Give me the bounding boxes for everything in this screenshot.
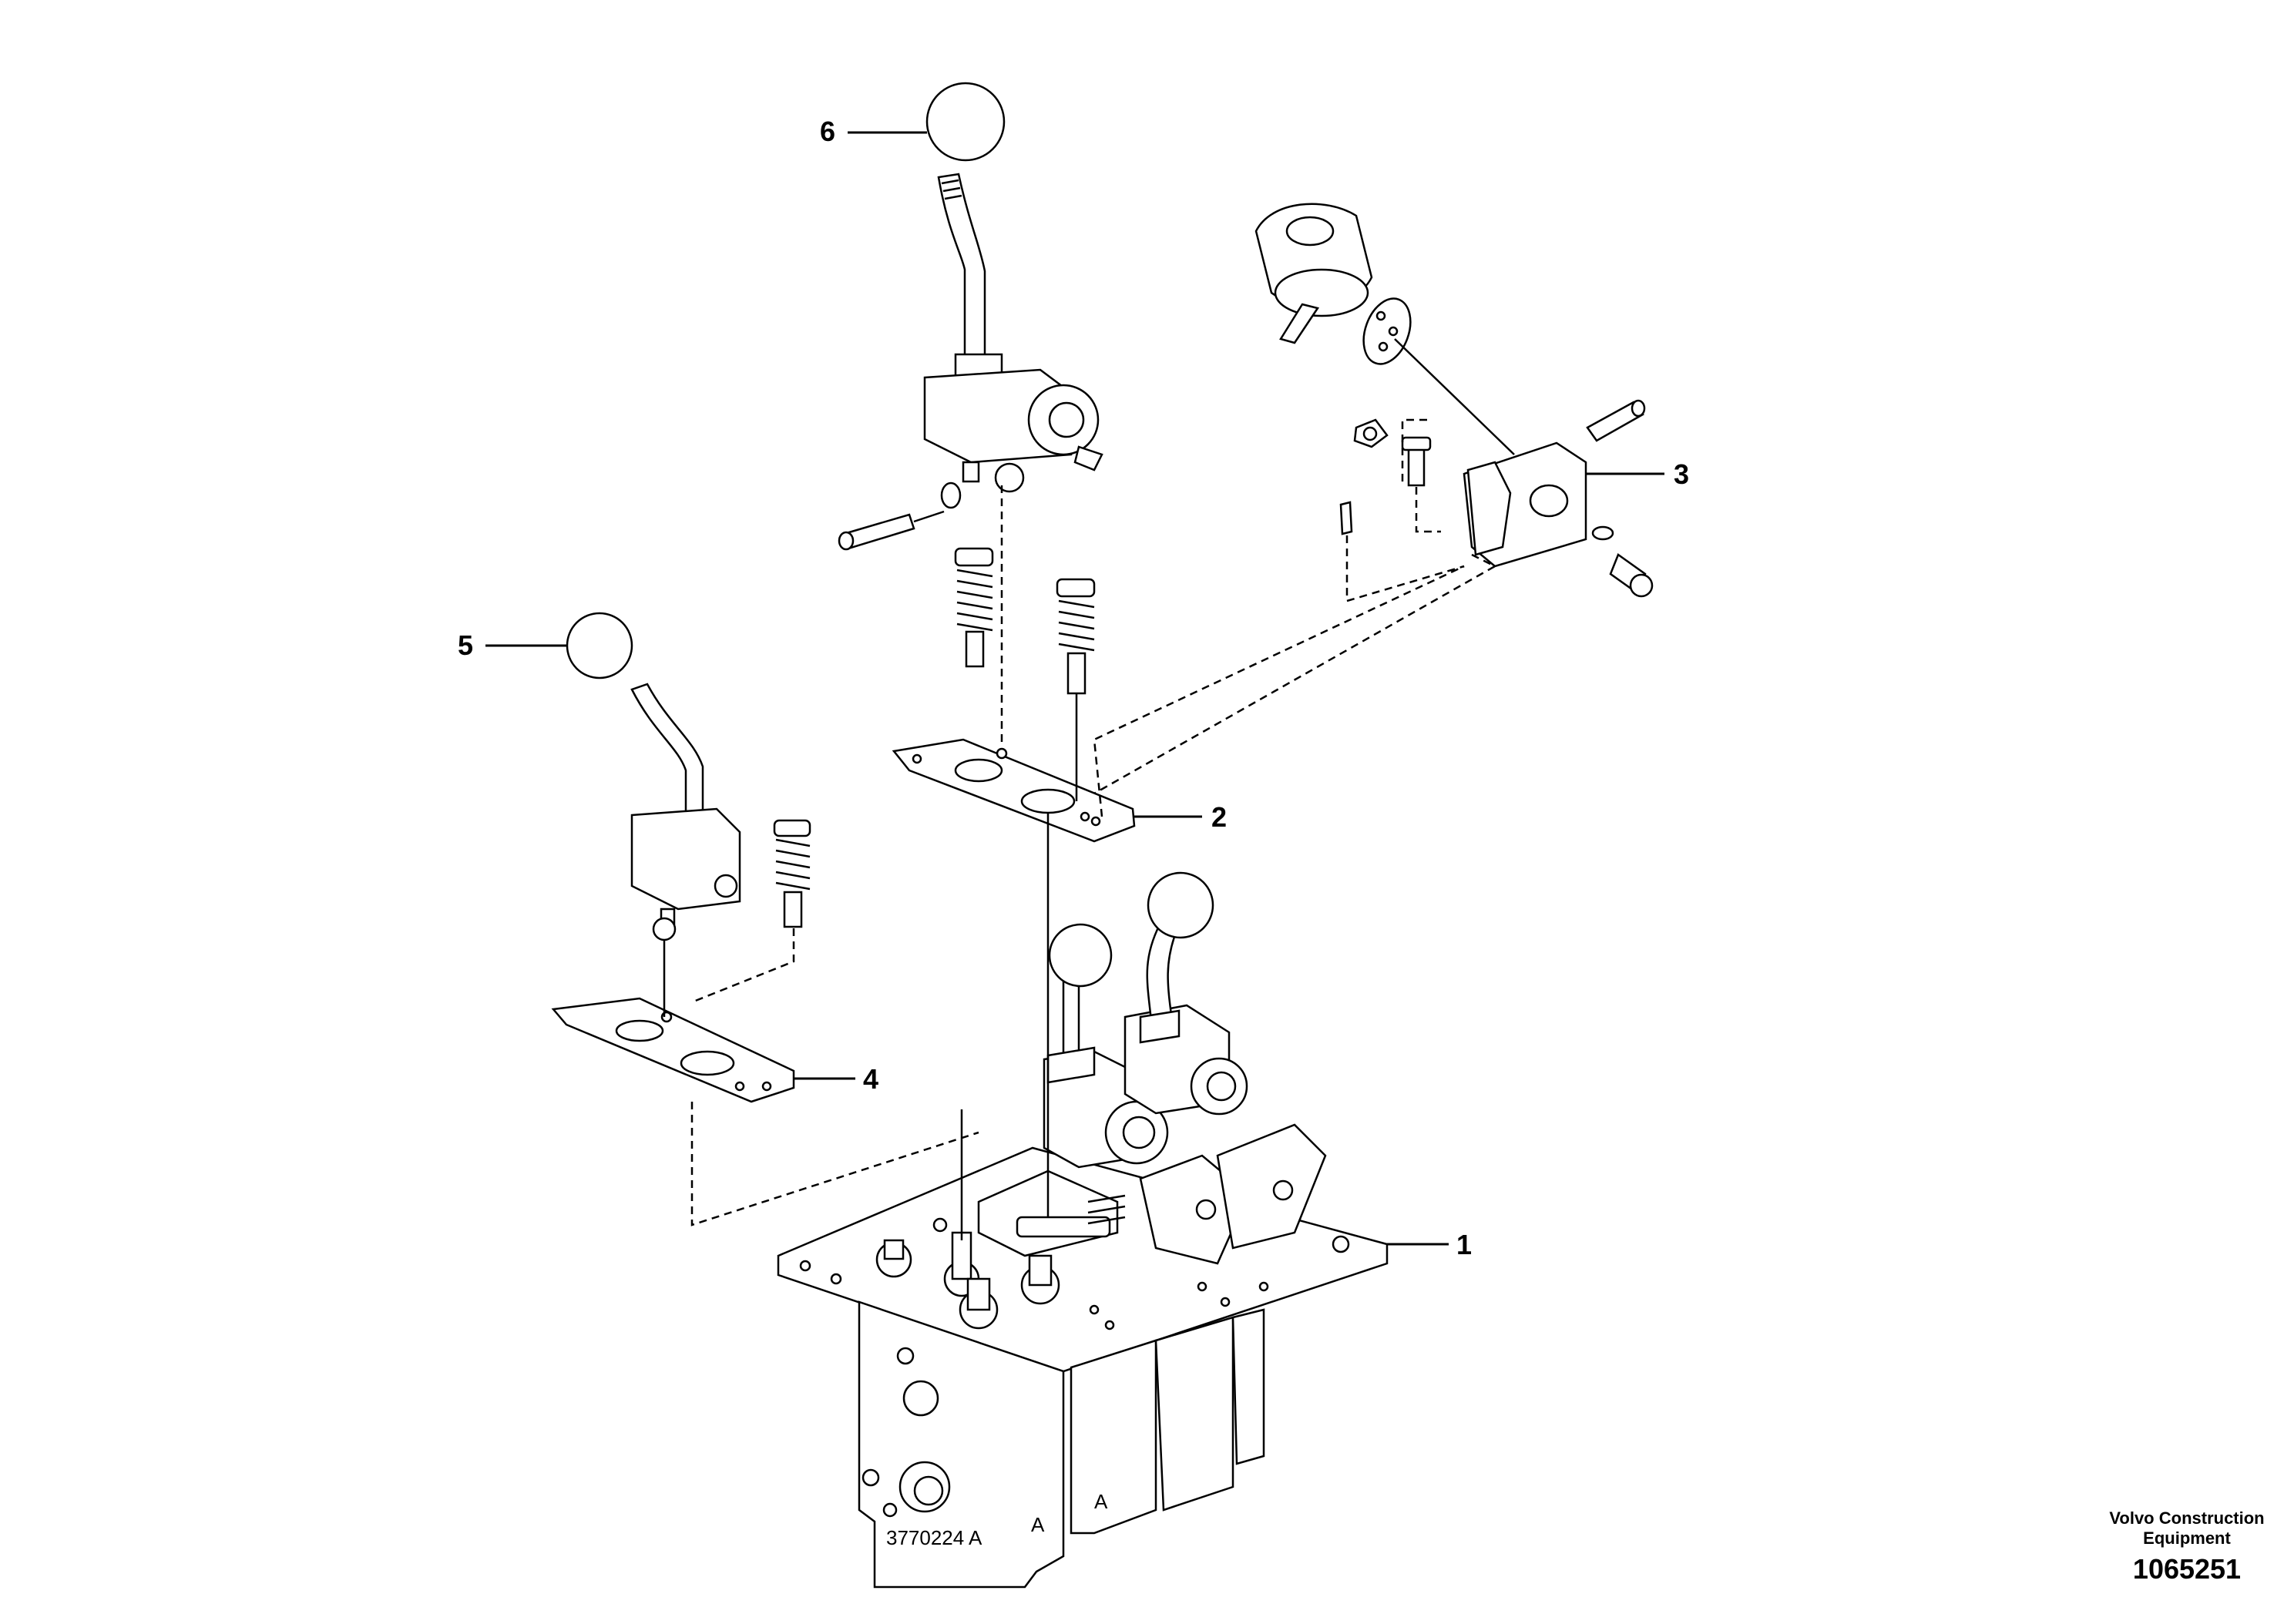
part-6-lever-assembly <box>923 82 1103 493</box>
callout-2: 2 <box>1133 801 1227 833</box>
assembly-leader-lines <box>663 418 1497 1240</box>
callout-label-6: 6 <box>820 116 835 147</box>
publisher-line-1: Volvo Construction <box>2109 1508 2265 1528</box>
part-4-gate-plate <box>551 997 795 1103</box>
callout-label-5: 5 <box>458 629 473 661</box>
part-2-gate-plate <box>892 738 1136 843</box>
publisher-line-2: Equipment <box>2143 1528 2231 1548</box>
port-a-label-1: A <box>1031 1513 1045 1536</box>
callout-label-3: 3 <box>1674 458 1689 490</box>
part-1-pilot-valve-body: 3770224 A A A <box>777 871 1389 1589</box>
spring-plunger-left <box>954 547 994 668</box>
callout-3: 3 <box>1586 458 1689 490</box>
drawing-number: 1065251 <box>2132 1553 2242 1585</box>
callout-4: 4 <box>794 1063 878 1095</box>
spring-plunger-right <box>1056 578 1096 695</box>
callout-5: 5 <box>458 629 567 661</box>
spring-plunger-lever-5 <box>773 819 811 928</box>
callout-6: 6 <box>820 116 927 147</box>
part-5-lever-assembly <box>566 612 741 941</box>
part-6-pin-and-washer <box>838 481 962 551</box>
part-3-switch-bracket <box>1254 203 1654 598</box>
callout-1: 1 <box>1387 1229 1472 1260</box>
callout-label-1: 1 <box>1456 1229 1472 1260</box>
publisher-credit: Volvo Construction Equipment 1065251 <box>2087 1508 2287 1587</box>
casting-number-label: 3770224 A <box>886 1526 982 1549</box>
callout-label-2: 2 <box>1211 801 1227 833</box>
port-a-label-2: A <box>1094 1490 1108 1513</box>
callout-label-4: 4 <box>863 1063 878 1095</box>
